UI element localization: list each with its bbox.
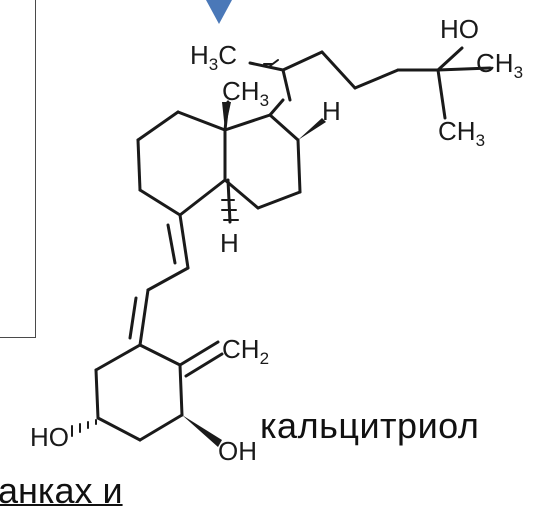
label-ho-top: HO [440, 14, 479, 44]
label-ch3-c18: CH3 [222, 76, 269, 110]
hash-h17 [263, 59, 279, 67]
calcitriol-structure: H3C CH3 HO CH3 CH3 H H CH2 HO OH [30, 14, 523, 466]
side-panel-border [0, 0, 36, 338]
cd-ring-bonds [136, 98, 302, 224]
label-h3c: H3C [190, 40, 237, 74]
a-ring-bonds [94, 340, 224, 442]
triene-bonds [128, 213, 190, 347]
label-ch3-right: CH3 [476, 48, 523, 82]
label-h-c14: H [220, 228, 239, 258]
label-ho-left: HO [30, 422, 69, 452]
pointer-arrow-icon [206, 0, 232, 24]
side-chain-bonds [248, 46, 492, 120]
oh-wedge [182, 415, 222, 447]
label-h-c17: H [322, 96, 341, 126]
compound-name: кальцитриол [260, 405, 480, 446]
label-oh-right: OH [218, 436, 257, 466]
label-ch2: CH2 [222, 334, 269, 368]
methyl-wedge [222, 102, 231, 130]
cut-off-text: анках и [0, 470, 123, 511]
h17-wedge [298, 118, 326, 140]
label-ch3-bottom: CH3 [438, 116, 485, 150]
ho-hash-bond [71, 419, 97, 437]
hash-h14 [221, 199, 239, 221]
